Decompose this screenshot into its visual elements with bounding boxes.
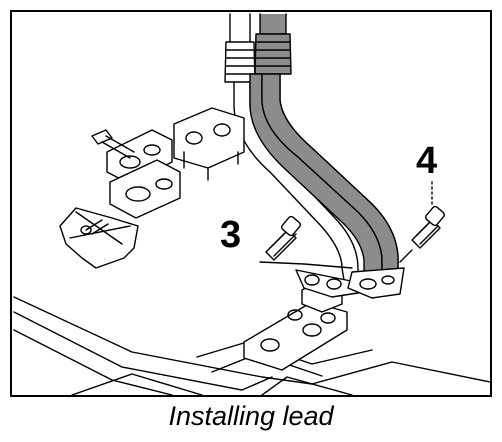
- bolt-3: [259, 215, 353, 269]
- callout-4: 4: [416, 140, 438, 182]
- feed-pipe-shaded: [249, 13, 405, 299]
- upper-clip-bracket: [173, 107, 245, 181]
- exploded-view-drawing: [13, 13, 490, 395]
- double-pipe-clip: [106, 129, 181, 219]
- lower-pipe-bracket: [243, 279, 348, 371]
- mounting-plate: [59, 207, 139, 269]
- figure-frame: 3 4: [10, 10, 492, 397]
- callout-3: 3: [220, 214, 242, 256]
- figure-caption: Installing lead: [168, 401, 334, 431]
- bolt-4: [399, 181, 445, 263]
- clip-screw: [91, 129, 135, 159]
